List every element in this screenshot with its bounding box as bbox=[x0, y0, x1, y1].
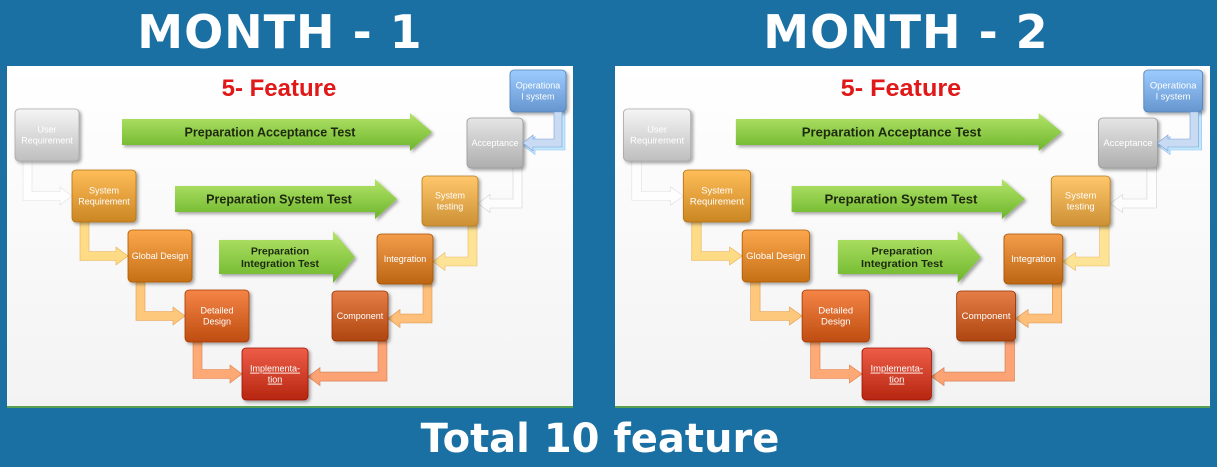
preparation-arrow-label: Preparation bbox=[251, 245, 309, 257]
left-connector-arrow bbox=[192, 341, 243, 384]
step-label: Component bbox=[962, 311, 1011, 321]
month-1-title: MONTH - 1 bbox=[137, 5, 423, 59]
step-label: Operationa bbox=[516, 81, 561, 91]
step-label: tion bbox=[268, 375, 283, 385]
preparation-arrow-label: Preparation System Test bbox=[206, 192, 352, 206]
acceptance-box: Acceptance bbox=[1098, 117, 1158, 169]
step-label: System bbox=[435, 191, 465, 201]
right-connector-arrow bbox=[307, 340, 388, 387]
operational-connector-arrow bbox=[522, 111, 563, 152]
step-label: Requirement bbox=[78, 197, 130, 207]
preparation-arrow: Preparation Acceptance Test bbox=[735, 113, 1062, 151]
implementation-box: Implementa-tion bbox=[861, 347, 932, 401]
step-label: Requirement bbox=[690, 197, 745, 207]
global-design-box: Global Design bbox=[741, 229, 810, 283]
right-connector-arrow bbox=[930, 340, 1015, 387]
step-label: testing bbox=[437, 202, 464, 212]
step-label: l system bbox=[521, 92, 554, 102]
preparation-arrow-label: Integration Test bbox=[241, 258, 319, 270]
step-label: Design bbox=[821, 317, 850, 327]
step-label: Design bbox=[203, 317, 231, 327]
step-label: Global Design bbox=[746, 251, 805, 261]
left-connector-arrow bbox=[691, 221, 743, 266]
preparation-arrow-label: Preparation bbox=[871, 246, 932, 258]
right-connector-arrow bbox=[1062, 225, 1110, 272]
total-features-caption: Total 10 feature bbox=[420, 416, 780, 462]
right-connector-arrow bbox=[1109, 167, 1157, 214]
left-connector-arrow bbox=[631, 160, 684, 206]
step-label: Requirement bbox=[630, 136, 685, 146]
month-2-title: MONTH - 2 bbox=[763, 5, 1049, 59]
step-label: testing bbox=[1067, 202, 1095, 212]
left-connector-arrow bbox=[22, 160, 73, 206]
right-connector-arrow bbox=[1014, 283, 1063, 329]
right-connector-arrow bbox=[477, 167, 523, 214]
step-label: Detailed bbox=[818, 306, 853, 316]
preparation-arrow-label: Preparation System Test bbox=[824, 192, 978, 207]
global-design-box: Global Design bbox=[127, 229, 193, 283]
step-label: System bbox=[701, 186, 733, 196]
implementation-box: Implementa-tion bbox=[241, 347, 309, 401]
step-label: System bbox=[1065, 191, 1097, 201]
left-connector-arrow bbox=[79, 221, 129, 266]
preparation-arrow: Preparation System Test bbox=[175, 179, 397, 219]
step-label: Acceptance bbox=[1103, 138, 1152, 148]
left-connector-arrow bbox=[135, 281, 186, 326]
component-box: Component bbox=[956, 290, 1016, 342]
step-label: System bbox=[89, 186, 119, 196]
preparation-arrow-label: Integration Test bbox=[861, 258, 943, 270]
left-connector-arrow bbox=[810, 341, 863, 384]
operational-connector-arrow bbox=[1156, 111, 1199, 152]
right-connector-arrow bbox=[432, 225, 478, 272]
step-label: Detailed bbox=[200, 306, 233, 316]
component-box: Component bbox=[331, 290, 389, 342]
step-label: Component bbox=[337, 311, 384, 321]
step-label: Implementa- bbox=[870, 364, 922, 374]
step-label: Global Design bbox=[132, 251, 189, 261]
step-label: Operationa bbox=[1150, 81, 1198, 91]
integration-box: Integration bbox=[1003, 233, 1064, 285]
left-connector-arrow bbox=[750, 281, 803, 326]
integration-box: Integration bbox=[376, 233, 434, 285]
step-label: Integration bbox=[384, 254, 427, 264]
preparation-arrow: Preparation Acceptance Test bbox=[122, 113, 432, 151]
step-label: Integration bbox=[1011, 254, 1056, 264]
feature-title: 5- Feature bbox=[841, 76, 962, 102]
step-label: tion bbox=[889, 375, 904, 385]
right-connector-arrow bbox=[387, 283, 433, 329]
step-label: Requirement bbox=[21, 136, 73, 146]
step-label: Acceptance bbox=[471, 138, 518, 148]
preparation-arrow-label: Preparation Acceptance Test bbox=[185, 125, 357, 139]
preparation-arrow: Preparation System Test bbox=[791, 179, 1025, 219]
step-label: User bbox=[647, 125, 667, 135]
step-label: l system bbox=[1156, 92, 1191, 102]
acceptance-box: Acceptance bbox=[466, 117, 524, 169]
feature-title: 5- Feature bbox=[222, 75, 337, 102]
step-label: User bbox=[37, 125, 56, 135]
step-label: Implementa- bbox=[250, 364, 300, 374]
preparation-arrow-label: Preparation Acceptance Test bbox=[802, 125, 982, 140]
